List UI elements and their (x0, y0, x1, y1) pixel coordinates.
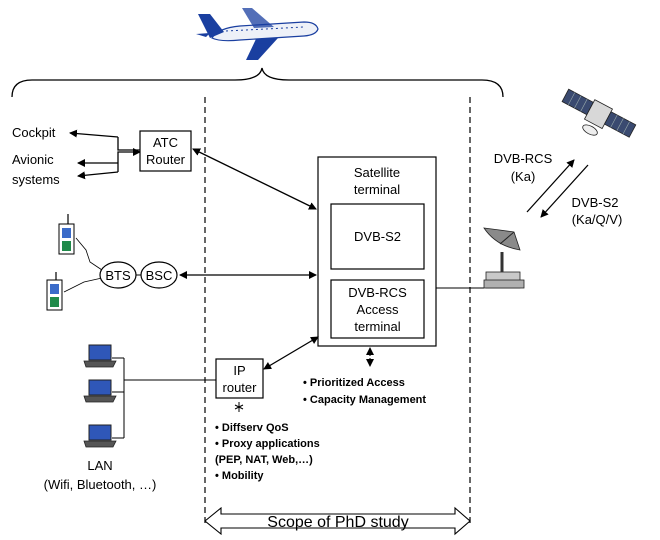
scope-arrow (204, 506, 471, 536)
router-features-link (234, 402, 244, 412)
downlink-arrow (540, 164, 589, 218)
bts-label: BTS (105, 268, 131, 283)
dvb-rcs-box (330, 279, 425, 339)
mobile-phone-icon (46, 272, 63, 311)
airplane-icon (195, 0, 323, 66)
scope-label: Scope of PhD study (267, 514, 408, 531)
bsc-node (140, 261, 178, 289)
atc-terminal-link (192, 148, 317, 210)
uplink-label-2: (Ka) (511, 169, 536, 184)
radio-link-icon (75, 237, 103, 271)
ip-router-box (215, 358, 264, 399)
dvb-s2-label: DVB-S2 (354, 229, 401, 244)
terminal-feature-list: • Prioritized Access • Capacity Manageme… (303, 377, 426, 406)
dvb-rcs-label: DVB-RCS (348, 285, 407, 300)
satellite-terminal-label: Satellite (354, 165, 400, 180)
lan-label-2: (Wifi, Bluetooth, …) (44, 477, 157, 492)
router-terminal-link (263, 336, 319, 370)
list-item: • Capacity Management (303, 394, 426, 406)
lan-wiring (112, 357, 216, 439)
atc-router-box (139, 130, 192, 172)
atc-router-label-2: Router (146, 152, 186, 167)
avionic-label-2: systems (12, 172, 60, 187)
list-item: • Diffserv QoS (215, 422, 289, 434)
dvb-rcs-label-3: terminal (354, 319, 400, 334)
atc-router-label: ATC (153, 135, 178, 150)
aircraft-brace (11, 67, 504, 98)
laptop-icon (83, 424, 117, 448)
downlink-label-2: (Ka/Q/V) (572, 212, 623, 227)
satellite-icon (561, 88, 637, 138)
bsc-label: BSC (146, 268, 173, 283)
laptop-icon (83, 379, 117, 403)
list-item: (PEP, NAT, Web,…) (215, 454, 313, 466)
list-item: • Mobility (215, 470, 264, 482)
router-feature-list: • Diffserv QoS • Proxy applications (PEP… (215, 422, 320, 482)
laptop-icon (83, 344, 117, 368)
radio-link-icon (63, 277, 103, 293)
ip-router-label-2: router (223, 380, 258, 395)
avionic-label: Avionic (12, 152, 54, 167)
mobile-phone-icon (58, 214, 75, 255)
cockpit-label: Cockpit (12, 125, 56, 140)
downlink-label: DVB-S2 (572, 195, 619, 210)
uplink-arrow (526, 159, 575, 213)
list-item: • Proxy applications (215, 438, 320, 450)
satellite-terminal-label-2: terminal (354, 182, 400, 197)
uplink-label: DVB-RCS (494, 151, 553, 166)
dvb-rcs-label-2: Access (357, 302, 399, 317)
atc-connectors (69, 129, 141, 180)
ip-router-label: IP (233, 363, 245, 378)
satellite-dish-icon (483, 227, 525, 289)
dvb-s2-box (330, 203, 425, 270)
lan-label: LAN (87, 458, 112, 473)
list-item: • Prioritized Access (303, 377, 405, 389)
